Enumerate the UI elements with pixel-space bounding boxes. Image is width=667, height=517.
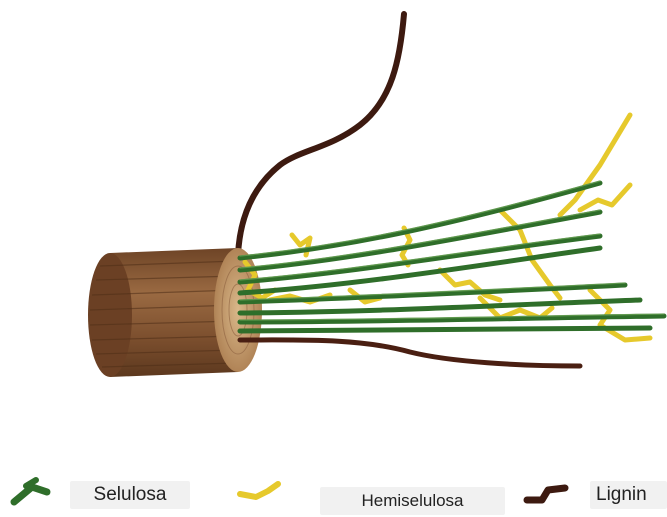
legend-label-selulosa: Selulosa (70, 481, 190, 509)
lignin-strand-icon (527, 488, 565, 500)
lignin-strand (238, 14, 404, 255)
cellulose-fibers (240, 183, 664, 331)
legend-label-lignin: Lignin (590, 481, 667, 509)
lignin-strand (240, 340, 580, 366)
cellulose-fiber-icon (14, 480, 47, 502)
legend-label-hemiselulosa: Hemiselulosa (320, 487, 505, 515)
wood-bundle (88, 248, 262, 377)
hemicellulose-strand-icon (240, 484, 278, 497)
